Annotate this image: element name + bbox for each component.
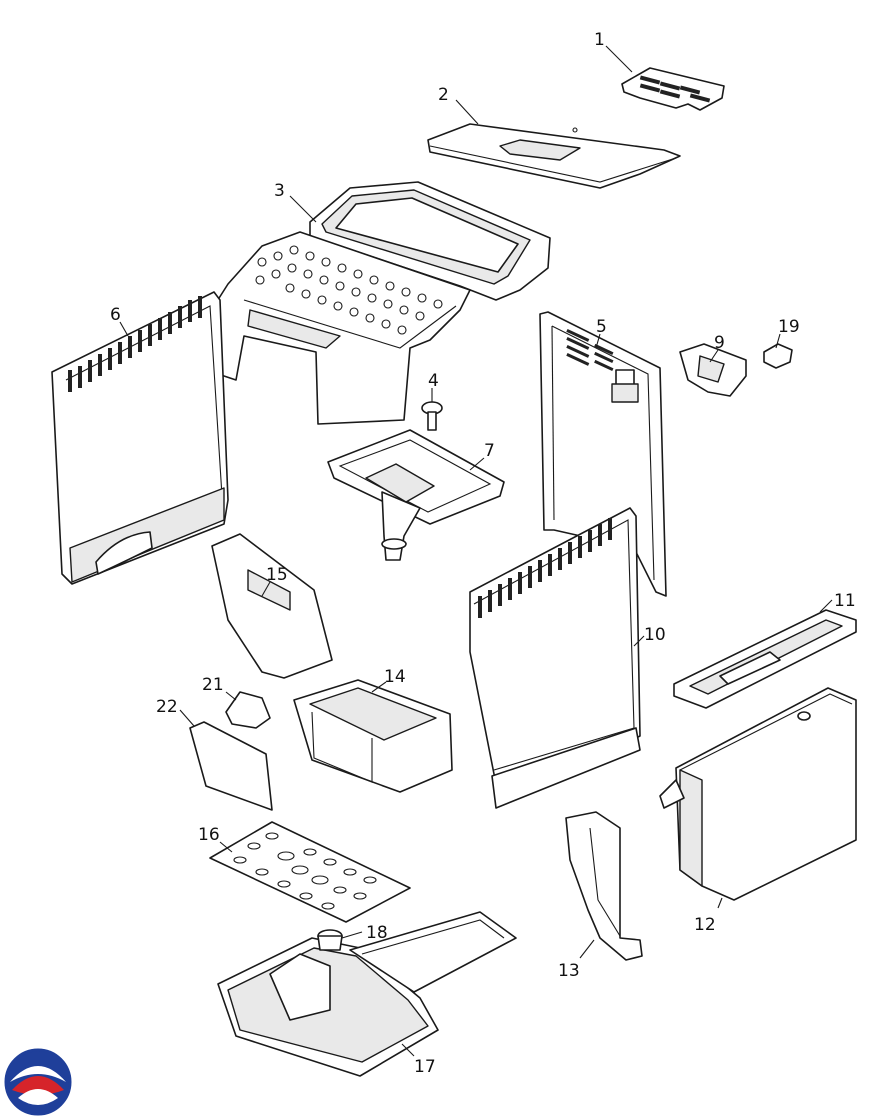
upper-housing <box>211 231 471 425</box>
part-5-vents <box>566 329 614 372</box>
part-1-grille[interactable] <box>621 67 725 111</box>
callout-4: 4 <box>428 371 439 391</box>
part-9-bracket[interactable] <box>679 343 747 397</box>
part-12-water-tank[interactable] <box>659 687 857 901</box>
callout-1: 1 <box>594 30 605 50</box>
part-19-clip[interactable] <box>763 343 793 369</box>
part-11-tray-frame[interactable] <box>673 609 857 709</box>
part-3-top-frame[interactable] <box>309 181 551 301</box>
part-15-front-door[interactable] <box>211 533 333 679</box>
part-21-small-bracket[interactable] <box>225 691 271 729</box>
part-4-knob[interactable] <box>421 401 443 431</box>
callout-17: 17 <box>414 1057 436 1077</box>
part-17-drip-tray[interactable] <box>217 911 517 1077</box>
callout-18: 18 <box>366 923 388 943</box>
part-2-lid[interactable] <box>427 123 681 189</box>
upper-housing-holes <box>255 245 443 335</box>
callout-3: 3 <box>274 181 285 201</box>
part-6-vents <box>68 296 202 392</box>
callout-labels: 1 2 3 4 5 6 7 9 10 11 12 13 14 15 16 17 … <box>110 30 856 1077</box>
callout-2: 2 <box>438 85 449 105</box>
part-22-small-panel[interactable] <box>189 721 273 811</box>
callout-11: 11 <box>834 591 856 611</box>
part-14-grounds-bin[interactable] <box>293 679 453 793</box>
part-6-side-panel[interactable] <box>51 291 229 585</box>
callout-7: 7 <box>484 441 495 461</box>
brand-swirl-icon <box>4 1048 72 1116</box>
callout-5: 5 <box>596 317 607 337</box>
part-10-front-frame[interactable] <box>469 507 641 809</box>
callout-12: 12 <box>694 915 716 935</box>
callout-22: 22 <box>156 697 178 717</box>
callout-10: 10 <box>644 625 666 645</box>
part-13-side-trim[interactable] <box>565 811 643 961</box>
leader-lines <box>119 45 833 1057</box>
part-18-float[interactable] <box>317 929 343 951</box>
part-7-funnel-tray[interactable] <box>327 429 505 561</box>
callout-13: 13 <box>558 961 580 981</box>
callout-19: 19 <box>778 317 800 337</box>
part-10-vents <box>478 518 612 618</box>
callout-9: 9 <box>714 333 725 353</box>
part-16-holes <box>233 832 377 910</box>
callout-16: 16 <box>198 825 220 845</box>
callout-21: 21 <box>202 675 224 695</box>
part-16-cup-grate[interactable] <box>209 821 411 923</box>
callout-14: 14 <box>384 667 406 687</box>
callout-15: 15 <box>266 565 288 585</box>
callout-6: 6 <box>110 305 121 325</box>
